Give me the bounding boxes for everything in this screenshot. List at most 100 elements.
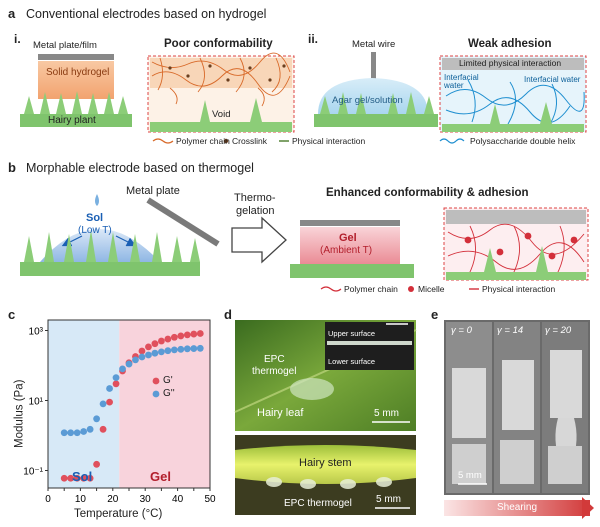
metal-plate-label: Metal plate/film	[33, 40, 97, 51]
thermo-gelation-arrow	[231, 216, 287, 264]
point-gdoubleprime	[145, 351, 152, 359]
point-gdoubleprime	[73, 429, 81, 437]
plant-base-b	[20, 262, 200, 276]
leaf-scale-label: 5 mm	[374, 408, 399, 419]
legend-physical-interaction: Physical interaction	[292, 136, 366, 146]
lower-plate-2	[500, 440, 534, 484]
panel-a-i-diagram	[20, 52, 295, 133]
upper-plate-1	[452, 368, 486, 438]
x-tick-label: 20	[107, 494, 119, 505]
x-tick-label: 30	[140, 494, 152, 505]
enhanced-title: Enhanced conformability & adhesion	[326, 187, 529, 199]
point-gprime	[190, 330, 198, 338]
legend-b-micelle: Micelle	[418, 284, 445, 294]
point-gdoubleprime	[93, 415, 100, 423]
point-gdoubleprime	[196, 344, 204, 352]
legend-swatch-gprime	[152, 377, 160, 385]
epc-label: EPC	[264, 354, 285, 365]
epc-beads	[266, 477, 392, 489]
crosslinks	[168, 64, 286, 82]
point-gdoubleprime	[183, 345, 191, 353]
legend-b	[320, 286, 479, 292]
thermo-label: Thermo-	[234, 192, 276, 204]
point-gprime	[99, 425, 107, 433]
point-gdoubleprime	[158, 348, 165, 356]
hairy-leaf-label: Hairy leaf	[257, 407, 304, 419]
legend-b-chain-swatch	[320, 286, 342, 292]
plant-hairs-ii	[320, 92, 434, 114]
shearing-arrowhead	[582, 497, 594, 519]
shearing-label: Shearing	[497, 502, 538, 513]
point-gdoubleprime	[177, 345, 185, 353]
lower-plate-3	[548, 446, 582, 484]
metal-wire-label: Metal wire	[352, 39, 396, 50]
point-gprime	[106, 398, 113, 406]
chart-points	[60, 330, 204, 482]
y-axis-label: Modulus (Pa)	[13, 379, 26, 448]
panel-e-photos	[444, 320, 594, 519]
point-gprime	[158, 337, 165, 345]
point-gprime	[177, 332, 185, 340]
legend-b-polymer-chain: Polymer chain	[344, 284, 398, 294]
point-gprime	[60, 474, 68, 482]
legend-crosslink: Crosslink	[232, 136, 267, 146]
inset-strip	[327, 341, 412, 345]
legend-swatch-gdoubleprime	[152, 390, 160, 398]
point-gdoubleprime	[67, 429, 75, 437]
legend-helix-swatch	[439, 138, 465, 144]
point-gdoubleprime	[99, 400, 107, 408]
gamma-14-label: γ = 14	[497, 325, 524, 336]
shearing-bar	[444, 500, 590, 516]
point-gprime	[138, 347, 146, 355]
interfacial-water-left: Interfacial water	[444, 73, 479, 90]
y-tick-label: 10¹	[29, 397, 44, 408]
zoom-hydrogel	[150, 58, 292, 88]
metal-wire-shape	[371, 52, 376, 92]
poor-conformability-title: Poor conformability	[164, 38, 273, 50]
metal-plate-b	[300, 220, 400, 226]
zoom-metal-b	[446, 210, 586, 224]
sol-sub-label: (Low T)	[78, 225, 112, 236]
y-tick-label: 10³	[29, 327, 44, 338]
legend-crosslink-swatch	[223, 138, 229, 144]
metal-plate-shape	[38, 54, 114, 60]
epc-drop-on-leaf	[290, 378, 334, 400]
legend-gprime-label: G'	[163, 375, 173, 386]
point-gprime	[196, 330, 204, 337]
panel-b-label: b	[8, 160, 16, 175]
point-gdoubleprime	[106, 385, 113, 392]
thermogel-label: thermogel	[252, 366, 297, 377]
x-tick-label: 40	[172, 494, 184, 505]
chart-ticks: 0 10 20 30 40 50 10⁻¹ 10¹ 10³	[23, 327, 216, 506]
gel-label: Gel	[339, 232, 357, 244]
hairy-plant-label: Hairy plant	[48, 115, 96, 126]
hairy-stem-label: Hairy stem	[299, 457, 352, 469]
plant-base	[20, 114, 132, 127]
gelation-label: gelation	[236, 205, 275, 217]
point-gprime	[86, 474, 94, 482]
legend-b-micelle-swatch	[408, 286, 414, 292]
x-tick-label: 50	[204, 494, 216, 505]
hydrogel-block	[38, 61, 114, 99]
point-gprime	[170, 333, 178, 341]
point-gprime	[151, 340, 159, 348]
droplet-icon	[95, 194, 99, 206]
x-tick-label: 10	[75, 494, 87, 505]
metal-plate-b-label: Metal plate	[126, 185, 180, 197]
inset-surfaces	[325, 322, 414, 370]
point-gprime	[93, 460, 100, 468]
x-tick-label: 0	[45, 494, 51, 505]
stem-shape	[235, 445, 416, 484]
gel-region-label: Gel	[150, 469, 171, 484]
point-gprime	[112, 380, 120, 388]
panel-d-photos	[234, 320, 417, 515]
y-tick-label: 10⁻¹	[23, 467, 43, 478]
legend-polymer-chain: Polymer chain	[176, 136, 230, 146]
legend-b-physical: Physical interaction	[482, 284, 556, 294]
point-gdoubleprime	[190, 345, 198, 352]
point-gdoubleprime	[80, 428, 88, 435]
zoom-hairs-b	[446, 246, 586, 280]
gel-block	[300, 227, 400, 264]
void-label: Void	[212, 109, 231, 120]
stem-scale-label: 5 mm	[376, 494, 401, 505]
